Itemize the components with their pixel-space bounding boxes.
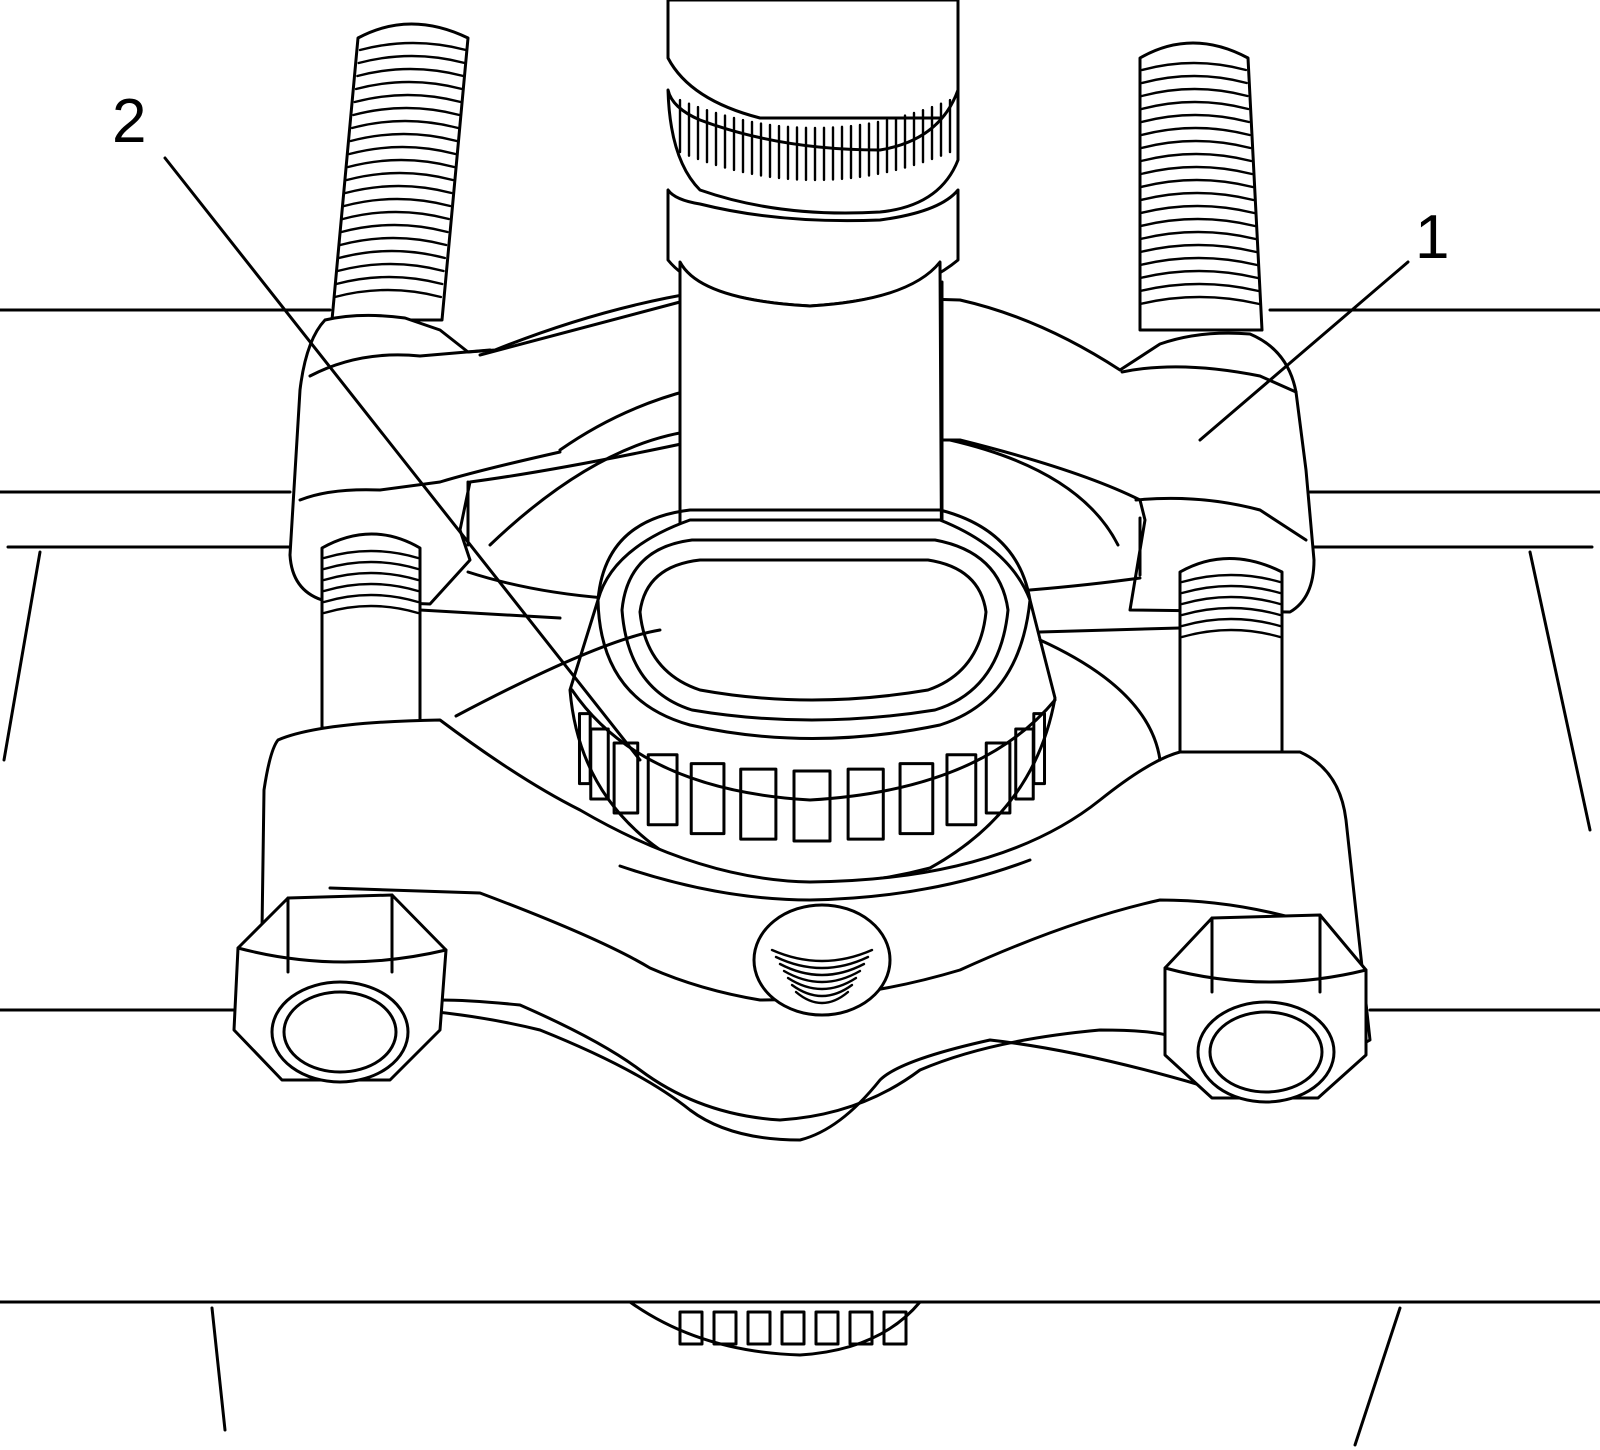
front-right-hex-nut bbox=[1163, 913, 1368, 1104]
callout-1: 1 bbox=[1198, 203, 1449, 442]
front-left-hex-nut bbox=[232, 893, 448, 1084]
callout-2-label: 2 bbox=[112, 87, 146, 156]
callout-2: 2 bbox=[112, 87, 642, 762]
tapered-roller-bearing bbox=[568, 508, 1057, 886]
tapped-center-hole bbox=[752, 903, 892, 1017]
front-left-stud bbox=[320, 532, 422, 730]
rear-right-threaded-rod bbox=[1138, 41, 1264, 332]
rear-left-threaded-rod bbox=[330, 22, 470, 322]
lower-bearing-rollers bbox=[628, 1300, 922, 1357]
rear-separator-half bbox=[288, 290, 1316, 614]
front-separator-half bbox=[260, 628, 1372, 1142]
front-right-stud bbox=[1178, 557, 1284, 762]
press-bed bbox=[0, 308, 1600, 1447]
callout-1-label: 1 bbox=[1415, 203, 1449, 272]
